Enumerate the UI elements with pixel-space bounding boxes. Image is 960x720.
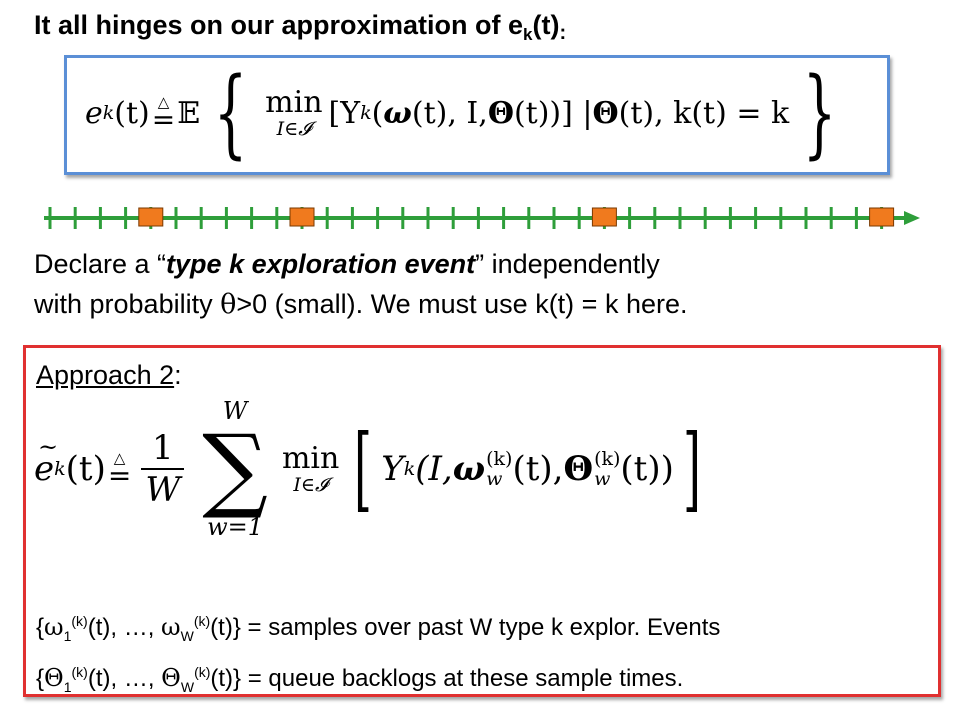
exploration-event-marker — [591, 207, 617, 227]
slide-title: It all hinges on our approximation of ek… — [34, 10, 567, 44]
exploration-description: Declare a “type k exploration event” ind… — [34, 249, 688, 320]
exploration-event-marker — [869, 207, 895, 227]
timeline-arrow — [904, 211, 920, 225]
event-timeline — [44, 207, 920, 229]
exploration-event-marker — [138, 207, 164, 227]
sample-definitions: {ω1(k)(t), …, ωW(k)(t)} = samples over p… — [36, 603, 720, 705]
omega-samples-line: {ω1(k)(t), …, ωW(k)(t)} = samples over p… — [36, 613, 721, 644]
theta-samples-line: {Θ1(k)(t), …, ΘW(k)(t)} = queue backlogs… — [36, 663, 684, 695]
approach-label: Approach 2: — [36, 360, 182, 390]
exploration-event-marker — [289, 207, 315, 227]
